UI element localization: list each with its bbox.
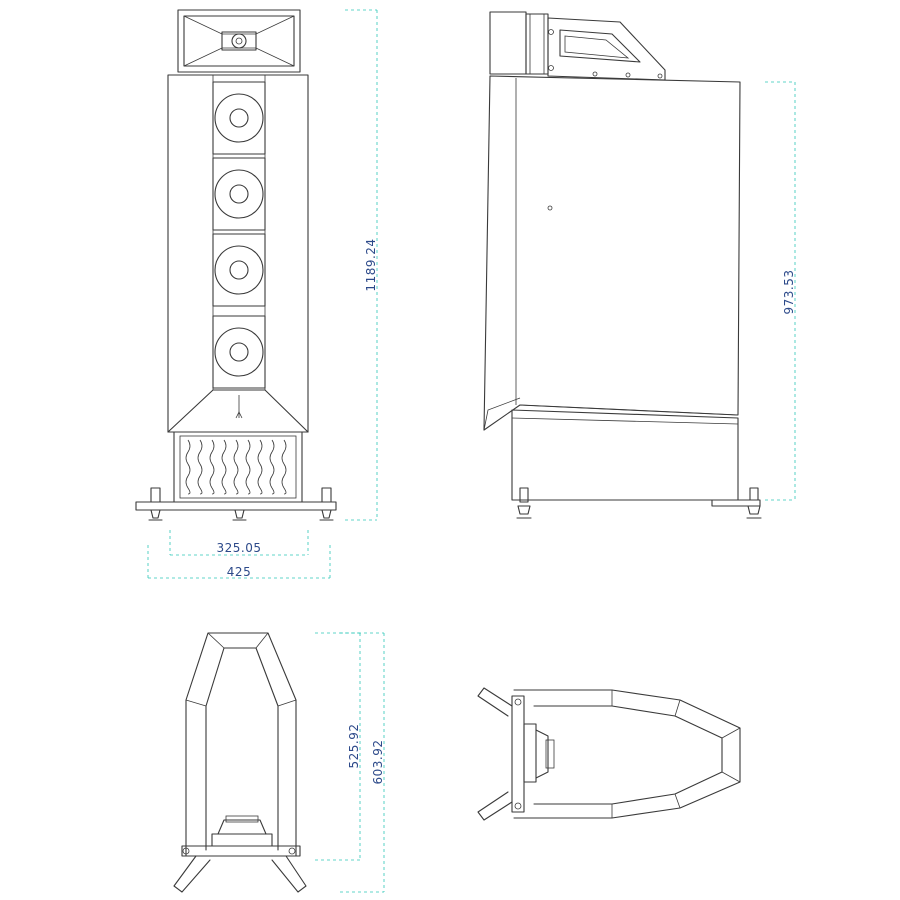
side-cabinet (483, 75, 741, 431)
front-cabinet (167, 74, 309, 433)
side-horn-bracket (489, 11, 666, 81)
top-view-depth-dimensions: 525.92 603.92 (315, 632, 385, 893)
front-inner-width-label: 325.05 (217, 541, 262, 555)
side-base (511, 409, 762, 519)
side-feet (516, 487, 762, 519)
side-height-dimension: 973.53 (765, 81, 796, 501)
top-outer-depth-label: 603.92 (371, 740, 385, 785)
front-horn (177, 9, 301, 73)
front-outer-width-label: 425 (227, 565, 251, 579)
top-view-horizontal (477, 687, 741, 821)
top-inner-depth-label: 525.92 (347, 724, 361, 769)
side-view (483, 11, 762, 519)
front-height-label: 1189.24 (364, 238, 378, 291)
front-height-dimension: 1189.24 (345, 9, 378, 521)
top-view-driver (211, 815, 273, 847)
front-base (135, 431, 337, 521)
front-feet (148, 487, 334, 521)
side-height-label: 973.53 (782, 270, 796, 315)
top-view-vertical (173, 632, 307, 893)
front-drivers (212, 81, 266, 389)
top-view-h-driver (523, 723, 555, 783)
front-width-dimensions: 325.05 425 (147, 530, 331, 579)
front-view (135, 9, 337, 521)
